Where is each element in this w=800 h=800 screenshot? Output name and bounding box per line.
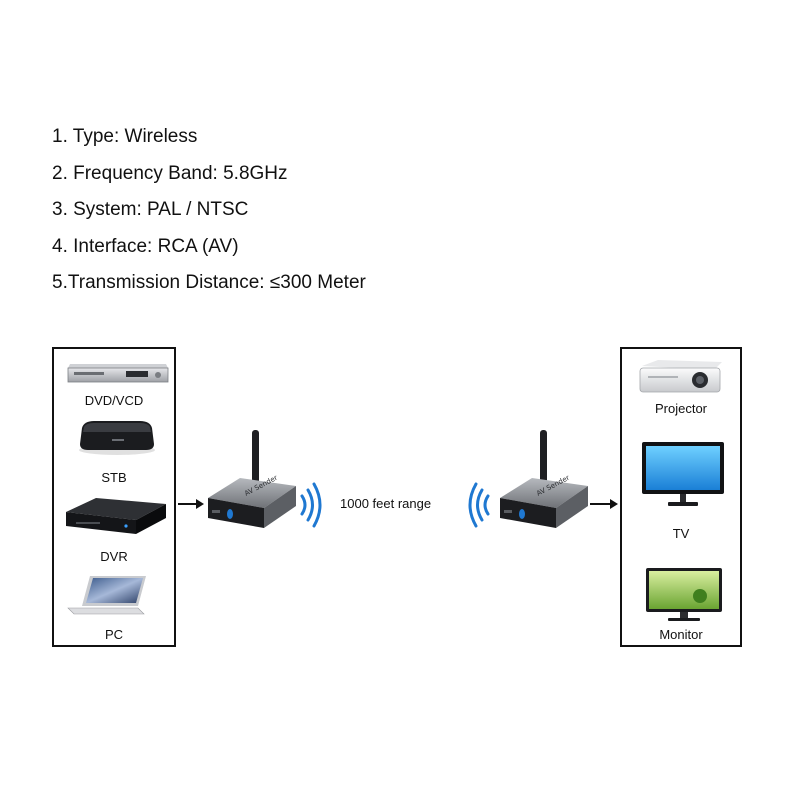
spec-distance: 5.Transmission Distance: ≤300 Meter xyxy=(52,272,366,294)
source-label-dvd: DVD/VCD xyxy=(84,393,144,408)
monitor-icon xyxy=(646,568,722,621)
spec-frequency: 2. Frequency Band: 5.8GHz xyxy=(52,162,288,184)
spec-list: 1. Type: Wireless 2. Frequency Band: 5.8… xyxy=(52,122,366,305)
source-label-stb: STB xyxy=(101,470,127,485)
source-label-pc: PC xyxy=(104,627,124,642)
projector-icon xyxy=(639,360,722,393)
spec-interface: 4. Interface: RCA (AV) xyxy=(52,235,239,257)
spec-type: 1. Type: Wireless xyxy=(52,126,198,147)
arrow-receiver-to-outputs xyxy=(590,499,618,509)
spec-system: 3. System: PAL / NTSC xyxy=(52,199,249,221)
dvr-recorder-icon xyxy=(66,498,166,534)
tv-icon xyxy=(642,442,724,506)
output-label-tv: TV xyxy=(672,526,690,541)
dvd-player-icon xyxy=(67,364,169,383)
arrow-source-to-sender xyxy=(178,499,204,509)
laptop-pc-icon xyxy=(67,576,146,615)
av-sender-receiver: AV Sender xyxy=(500,430,588,528)
set-top-box-icon xyxy=(79,421,155,455)
receiver-wireless-signal-icon xyxy=(468,482,490,528)
sender-wireless-signal-icon xyxy=(300,482,322,528)
output-label-projector: Projector xyxy=(654,401,708,416)
source-label-dvr: DVR xyxy=(100,549,128,564)
av-sender-transmitter: AV Sender xyxy=(208,430,296,528)
output-label-monitor: Monitor xyxy=(659,627,703,642)
range-label: 1000 feet range xyxy=(340,496,432,511)
